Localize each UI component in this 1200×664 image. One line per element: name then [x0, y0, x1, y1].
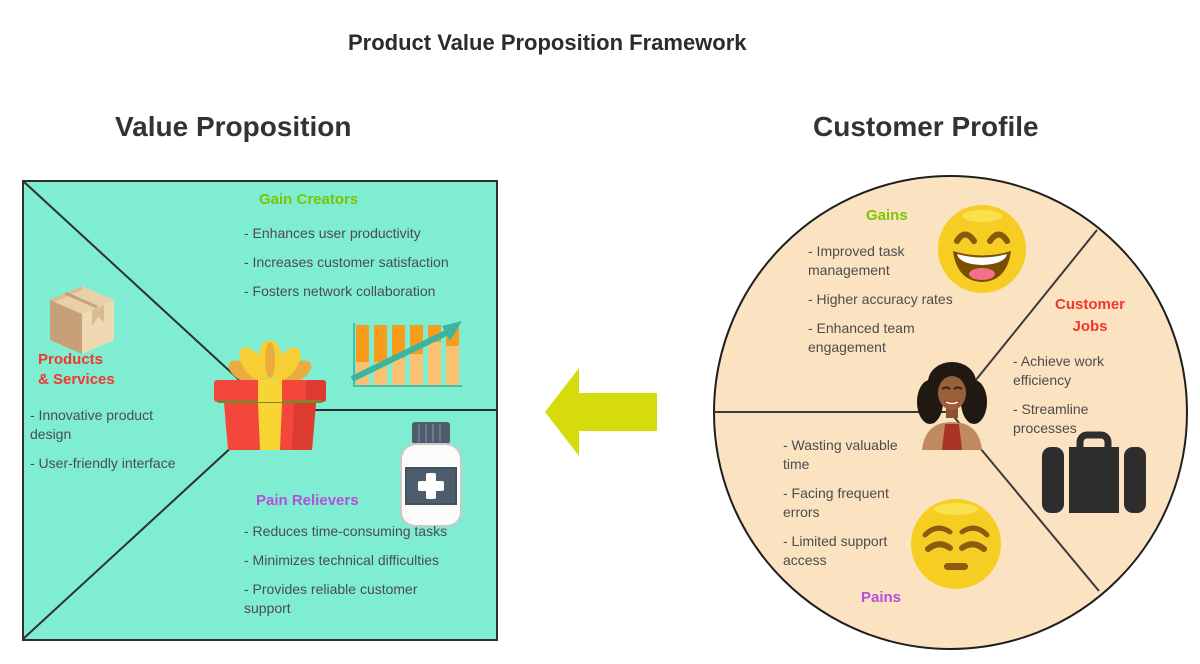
list-item: - User-friendly interface — [30, 455, 176, 471]
list-item: - Higher accuracy rates — [808, 291, 953, 307]
briefcase-icon — [1040, 430, 1148, 514]
happy-emoji-icon — [936, 203, 1028, 295]
list-item: - Reduces time-consuming tasks — [244, 523, 448, 539]
customer-profile-heading: Customer Profile — [813, 111, 1039, 142]
medicine-bottle-icon — [399, 421, 463, 528]
list-item: - Innovative product design — [30, 407, 153, 442]
gains-label: Gains — [866, 207, 908, 224]
list-item: - Wasting valuable time — [783, 437, 898, 472]
list-item: - Minimizes technical difficulties — [244, 552, 440, 568]
list-item: - Streamline processes — [1013, 401, 1089, 436]
customer-jobs-list: - Achieve work efficiency - Streamline p… — [1013, 352, 1143, 438]
gains-list: - Improved task management - Higher accu… — [808, 242, 983, 357]
pain-relievers-label: Pain Relievers — [256, 492, 359, 509]
gain-creators-list: - Enhances user productivity - Increases… — [244, 224, 479, 301]
list-item: - Achieve work efficiency — [1013, 353, 1105, 388]
pains-list: - Wasting valuable time - Facing frequen… — [783, 436, 923, 570]
package-icon — [42, 284, 122, 356]
list-item: - Enhances user productivity — [244, 225, 421, 241]
list-item: - Facing frequent errors — [783, 485, 889, 520]
bar-chart-icon — [348, 315, 464, 394]
list-item: - Limited support access — [783, 533, 888, 568]
list-item: - Improved task management — [808, 243, 905, 278]
pains-label: Pains — [861, 589, 902, 606]
value-proposition-heading: Value Proposition — [115, 111, 352, 142]
list-item: - Provides reliable customer support — [244, 581, 418, 616]
list-item: - Increases customer satisfaction — [244, 254, 449, 270]
products-services-label: Products & Services — [38, 351, 115, 388]
left-arrow-icon — [545, 367, 657, 457]
gift-icon — [208, 336, 332, 452]
page-title: Product Value Proposition Framework — [348, 30, 747, 55]
customer-jobs-label: Customer Jobs — [1054, 296, 1125, 335]
pain-relievers-list: - Reduces time-consuming tasks - Minimiz… — [244, 522, 484, 618]
woman-avatar — [912, 356, 992, 450]
products-services-list: - Innovative product design - User-frien… — [30, 406, 195, 473]
pensive-emoji-icon — [909, 497, 1003, 591]
gain-creators-label: Gain Creators — [259, 191, 359, 208]
list-item: - Enhanced team engagement — [808, 320, 915, 355]
list-item: - Fosters network collaboration — [244, 283, 436, 299]
